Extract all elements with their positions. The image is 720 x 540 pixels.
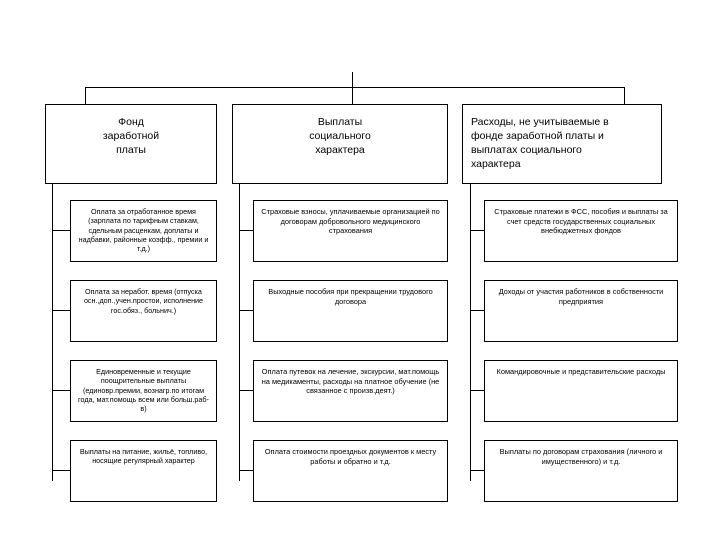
header-line-1: Фонд xyxy=(118,116,144,128)
leaf-box-col1-1[interactable]: Оплата за отработанное время (зарплата п… xyxy=(70,200,217,262)
leaf-text: Оплата за неработ. время (отпуска осн.,д… xyxy=(83,287,204,315)
leaf-text: Доходы от участия работников в собственн… xyxy=(498,287,664,306)
leaf-box-col1-2[interactable]: Оплата за неработ. время (отпуска осн.,д… xyxy=(70,280,217,342)
header-line-2: социального xyxy=(309,130,371,142)
top-bracket-stem-root xyxy=(352,72,353,88)
leaf-box-col1-3[interactable]: Единовременные и текущие поощрительные в… xyxy=(70,360,217,422)
spine-col3-tick-1 xyxy=(470,230,484,231)
header-line-1: Выплаты xyxy=(317,116,363,128)
top-bracket-drop-col1 xyxy=(85,87,86,104)
header-line-3: характера xyxy=(315,144,365,156)
header-line-2: фонде заработной платы и xyxy=(471,130,604,142)
top-bracket-horizontal xyxy=(85,87,625,88)
spine-col1-tick-2 xyxy=(52,310,70,311)
spine-col3-tick-4 xyxy=(470,470,484,471)
leaf-box-col2-3[interactable]: Оплата путевок на лечение, экскурсии, ма… xyxy=(253,360,448,422)
leaf-text: Единовременные и текущие поощрительные в… xyxy=(78,367,209,414)
header-box-non-counted-expenses[interactable]: Расходы, не учитываемые в фонде заработн… xyxy=(462,104,662,184)
header-box-payroll-fund[interactable]: Фонд заработной платы xyxy=(45,104,217,184)
leaf-text: Выплаты по договорам страхования (личног… xyxy=(499,447,663,466)
leaf-box-col2-2[interactable]: Выходные пособия при прекращении трудово… xyxy=(253,280,448,342)
top-bracket-drop-col2 xyxy=(352,87,353,104)
leaf-box-col3-2[interactable]: Доходы от участия работников в собственн… xyxy=(484,280,678,342)
header-line-4: характера xyxy=(471,158,521,170)
leaf-text: Страховые платежи в ФСС, пособия и выпла… xyxy=(494,207,668,235)
leaf-text: Оплата стоимости проездных документов к … xyxy=(264,447,437,466)
spine-col3-tick-2 xyxy=(470,310,484,311)
spine-col2-tick-1 xyxy=(239,230,253,231)
leaf-text: Страховые взносы, уплачиваемые организац… xyxy=(261,207,440,235)
header-line-3: выплатах социального xyxy=(471,144,582,156)
leaf-text: Выходные пособия при прекращении трудово… xyxy=(268,287,433,306)
spine-col1-tick-1 xyxy=(52,230,70,231)
spine-col1-tick-4 xyxy=(52,470,70,471)
spine-col3-tick-3 xyxy=(470,390,484,391)
spine-col2-tick-3 xyxy=(239,390,253,391)
spine-col2-tick-2 xyxy=(239,310,253,311)
leaf-text: Выплаты на питание, жильё, топливо, нося… xyxy=(79,447,208,466)
leaf-box-col3-1[interactable]: Страховые платежи в ФСС, пособия и выпла… xyxy=(484,200,678,262)
spine-col2-tick-4 xyxy=(239,470,253,471)
header-line-3: платы xyxy=(116,144,146,156)
leaf-box-col3-3[interactable]: Командировочные и представительские расх… xyxy=(484,360,678,422)
header-box-social-payments[interactable]: Выплаты социального характера xyxy=(232,104,448,184)
leaf-text: Оплата путевок на лечение, экскурсии, ма… xyxy=(261,367,440,395)
header-line-2: заработной xyxy=(102,130,160,142)
top-bracket-drop-col3 xyxy=(624,87,625,104)
spine-col1-vertical xyxy=(52,184,53,481)
spine-col1-tick-3 xyxy=(52,390,70,391)
spine-col3-vertical xyxy=(470,184,471,481)
leaf-box-col2-1[interactable]: Страховые взносы, уплачиваемые организац… xyxy=(253,200,448,262)
leaf-box-col1-4[interactable]: Выплаты на питание, жильё, топливо, нося… xyxy=(70,440,217,502)
leaf-text: Командировочные и представительские расх… xyxy=(496,367,666,376)
header-line-1: Расходы, не учитываемые в xyxy=(471,116,609,128)
leaf-box-col3-4[interactable]: Выплаты по договорам страхования (личног… xyxy=(484,440,678,502)
leaf-box-col2-4[interactable]: Оплата стоимости проездных документов к … xyxy=(253,440,448,502)
leaf-text: Оплата за отработанное время (зарплата п… xyxy=(78,207,209,254)
spine-col2-vertical xyxy=(239,184,240,481)
